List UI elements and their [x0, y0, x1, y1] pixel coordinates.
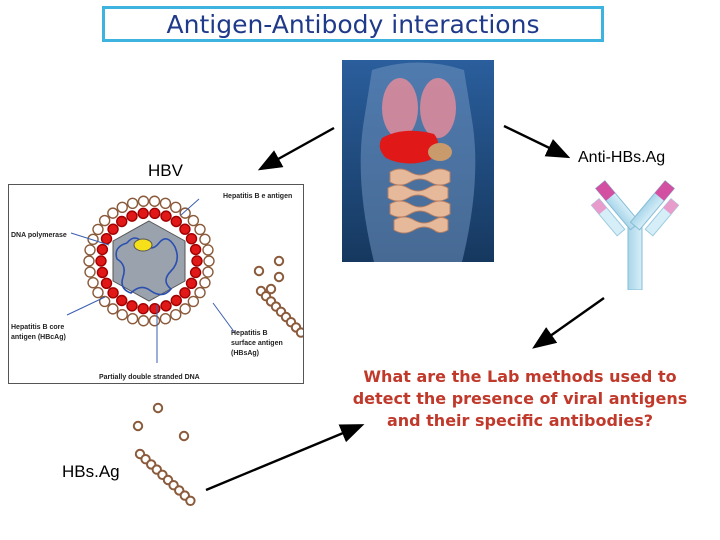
- envelope-particle: [137, 315, 150, 327]
- envelope-particle: [116, 309, 128, 321]
- envelope-particle: [179, 287, 191, 299]
- envelope-particle: [202, 244, 214, 256]
- envelope-particle: [179, 207, 191, 219]
- envelope-particle: [137, 195, 150, 207]
- title-box: Antigen-Antibody interactions: [102, 6, 604, 42]
- envelope-particle: [126, 197, 139, 209]
- hbsag-label: HBs.Ag: [62, 462, 120, 481]
- question-line-3: and their specific antibodies?: [386, 411, 654, 430]
- hbsag-particles-loose: [132, 402, 196, 507]
- hbsag-particle: [178, 430, 190, 442]
- label-surface-antigen-1: Hepatitis B: [231, 330, 268, 337]
- envelope-particle: [199, 276, 211, 289]
- envelope-particle: [160, 300, 172, 312]
- label-core-antigen-1: Hepatitis B core: [11, 324, 64, 331]
- hbsag-particle: [152, 402, 164, 414]
- envelope-particle: [116, 215, 128, 228]
- question-line-2: detect the presence of viral antigens: [352, 389, 688, 408]
- envelope-particle: [148, 315, 161, 327]
- human-body-liver-image: [342, 60, 494, 262]
- envelope-particle: [202, 266, 214, 278]
- hbv-label: HBV: [148, 161, 183, 180]
- arrow-to-antibody: [503, 124, 571, 159]
- hbsag-particle: [273, 255, 285, 267]
- envelope-particle: [126, 300, 138, 312]
- envelope-particle: [187, 295, 200, 308]
- envelope-particle: [100, 232, 113, 245]
- envelope-particle: [189, 243, 202, 256]
- envelope-particle: [107, 223, 119, 235]
- label-surface-antigen-3: (HBsAg): [231, 350, 259, 357]
- hbsag-particle: [253, 265, 265, 277]
- envelope-particle: [189, 266, 202, 279]
- envelope-particle: [96, 243, 109, 256]
- envelope-particle: [87, 233, 99, 246]
- envelope-particle: [107, 303, 119, 315]
- arrow-to-question: [532, 297, 605, 349]
- envelope-particle: [137, 302, 149, 315]
- hbv-virus-svg: Hepatitis B e antigen DNA polymerase Hep…: [11, 193, 307, 381]
- envelope-particle: [116, 201, 128, 213]
- hbsag-particles: [253, 255, 307, 338]
- hbsag-particle: [273, 271, 285, 283]
- envelope-particle: [107, 287, 119, 299]
- hbsag-particle: [295, 327, 307, 338]
- envelope-particle: [160, 210, 172, 222]
- envelope-particle: [187, 214, 200, 227]
- envelope-particle: [194, 223, 206, 236]
- envelope-particle: [199, 233, 211, 246]
- envelope-particle: [149, 207, 161, 220]
- envelope-particle: [185, 277, 198, 290]
- envelope-particle: [100, 277, 113, 290]
- hbv-virus-diagram: Hepatitis B e antigen DNA polymerase Hep…: [8, 184, 307, 384]
- envelope-particle: [170, 294, 182, 307]
- envelope-particle: [159, 197, 172, 209]
- hbsag-particle: [132, 420, 144, 432]
- hbsag-particle: [185, 495, 196, 507]
- question-line-1: What are the Lab methods used to: [363, 367, 677, 386]
- label-core-antigen-2: antigen (HBcAg): [11, 334, 66, 341]
- envelope-particle: [179, 303, 191, 315]
- envelope-particle: [170, 201, 182, 213]
- arrow-to-hbv: [257, 126, 335, 171]
- envelope-particle: [137, 207, 149, 220]
- envelope-particle: [107, 207, 119, 219]
- envelope-particle: [92, 223, 104, 236]
- arrow-from-hbsag: [205, 424, 365, 492]
- label-surface-antigen-2: surface antigen: [231, 340, 283, 347]
- envelope-particle: [98, 295, 111, 308]
- envelope-particle: [149, 302, 161, 315]
- envelope-particle: [84, 266, 96, 278]
- envelope-particle: [185, 232, 198, 245]
- antibody-icon: [590, 180, 680, 290]
- label-dna-polymerase: DNA polymerase: [11, 232, 67, 239]
- envelope-particle: [96, 266, 109, 279]
- label-hep-b-e-antigen: Hepatitis B e antigen: [223, 193, 292, 200]
- envelope-particle: [194, 286, 206, 299]
- envelope-particle: [84, 244, 96, 256]
- dna-polymerase-icon: [133, 238, 153, 252]
- envelope-particle: [126, 313, 139, 325]
- envelope-particle: [98, 214, 111, 227]
- envelope-particle: [83, 255, 95, 267]
- envelope-particle: [148, 195, 161, 207]
- hbsag-particle: [265, 283, 277, 295]
- question-text: What are the Lab methods used to detect …: [352, 366, 688, 432]
- envelope-particle: [126, 210, 138, 222]
- envelope-particle: [116, 294, 128, 307]
- envelope-particle: [87, 276, 99, 289]
- envelope-particle: [170, 215, 182, 228]
- page-title: Antigen-Antibody interactions: [166, 9, 540, 39]
- envelope-particle: [95, 255, 107, 267]
- envelope-particle: [92, 286, 104, 299]
- anti-hbsag-label: Anti-HBs.Ag: [578, 149, 666, 166]
- envelope-particle: [170, 309, 182, 321]
- dna-strand-icon: [115, 237, 179, 296]
- virus-capsid-icon: [112, 220, 186, 302]
- envelope-particle: [159, 313, 172, 325]
- label-dna: Partially double stranded DNA: [99, 374, 200, 381]
- envelope-particle: [191, 255, 203, 267]
- envelope-particle: [179, 223, 191, 235]
- envelope-particle: [203, 255, 215, 267]
